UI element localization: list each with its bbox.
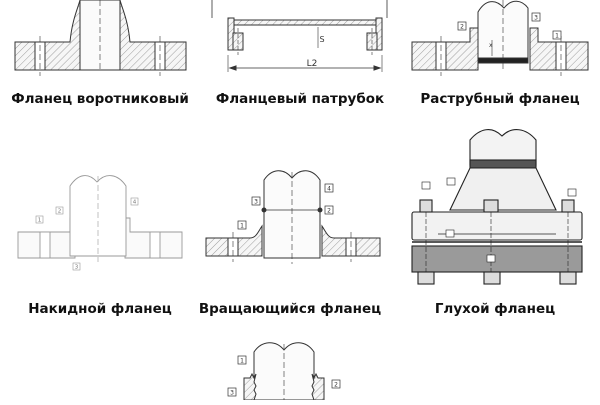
lap-joint-flange-drawing	[205, 170, 381, 264]
slip-on-callouts: 2 1 4 3	[35, 197, 139, 271]
caption-blind-flange: Глухой фланец	[434, 301, 556, 317]
callout-1: 1	[240, 358, 244, 365]
socket-weld-callouts: 2 3 1	[457, 12, 562, 40]
socket-weld-flange-drawing: x	[411, 0, 589, 76]
caption-weld-neck-flange: Фланец воротниковый	[11, 91, 189, 107]
weld-neck-flange-drawing	[14, 0, 187, 76]
callout-2: 2	[58, 209, 62, 215]
caption-lap-joint-flange: Вращающийся фланец	[198, 301, 382, 317]
callout-2: 2	[460, 24, 464, 31]
callout-4: 4	[327, 186, 331, 193]
callout-2: 2	[327, 208, 331, 215]
callout-3: 3	[254, 199, 258, 206]
callout-1: 1	[240, 223, 244, 230]
callout-1: 1	[38, 218, 42, 224]
spool-thickness-label: S	[319, 35, 324, 44]
caption-slip-on-flange: Накидной фланец	[28, 301, 172, 317]
svg-text:x: x	[489, 42, 493, 49]
caption-flanged-spool: Фланцевый патрубок	[215, 91, 385, 107]
callout-2: 2	[334, 382, 338, 389]
callout-3: 3	[534, 15, 538, 22]
callout-3: 3	[75, 265, 79, 271]
blind-flange-drawing	[411, 129, 583, 285]
slip-on-flange-drawing	[17, 175, 183, 262]
threaded-callouts: 1 2 3	[227, 355, 341, 397]
flanged-spool-drawing	[211, 0, 388, 72]
callout-3: 3	[230, 390, 234, 397]
caption-socket-weld-flange: Раструбный фланец	[420, 91, 580, 107]
lap-joint-callouts: 3 4 1 2	[237, 183, 334, 230]
callout-1: 1	[555, 33, 559, 40]
callout-4: 4	[133, 200, 137, 206]
threaded-flange-drawing	[243, 342, 325, 401]
spool-length-label: L2	[307, 59, 318, 69]
